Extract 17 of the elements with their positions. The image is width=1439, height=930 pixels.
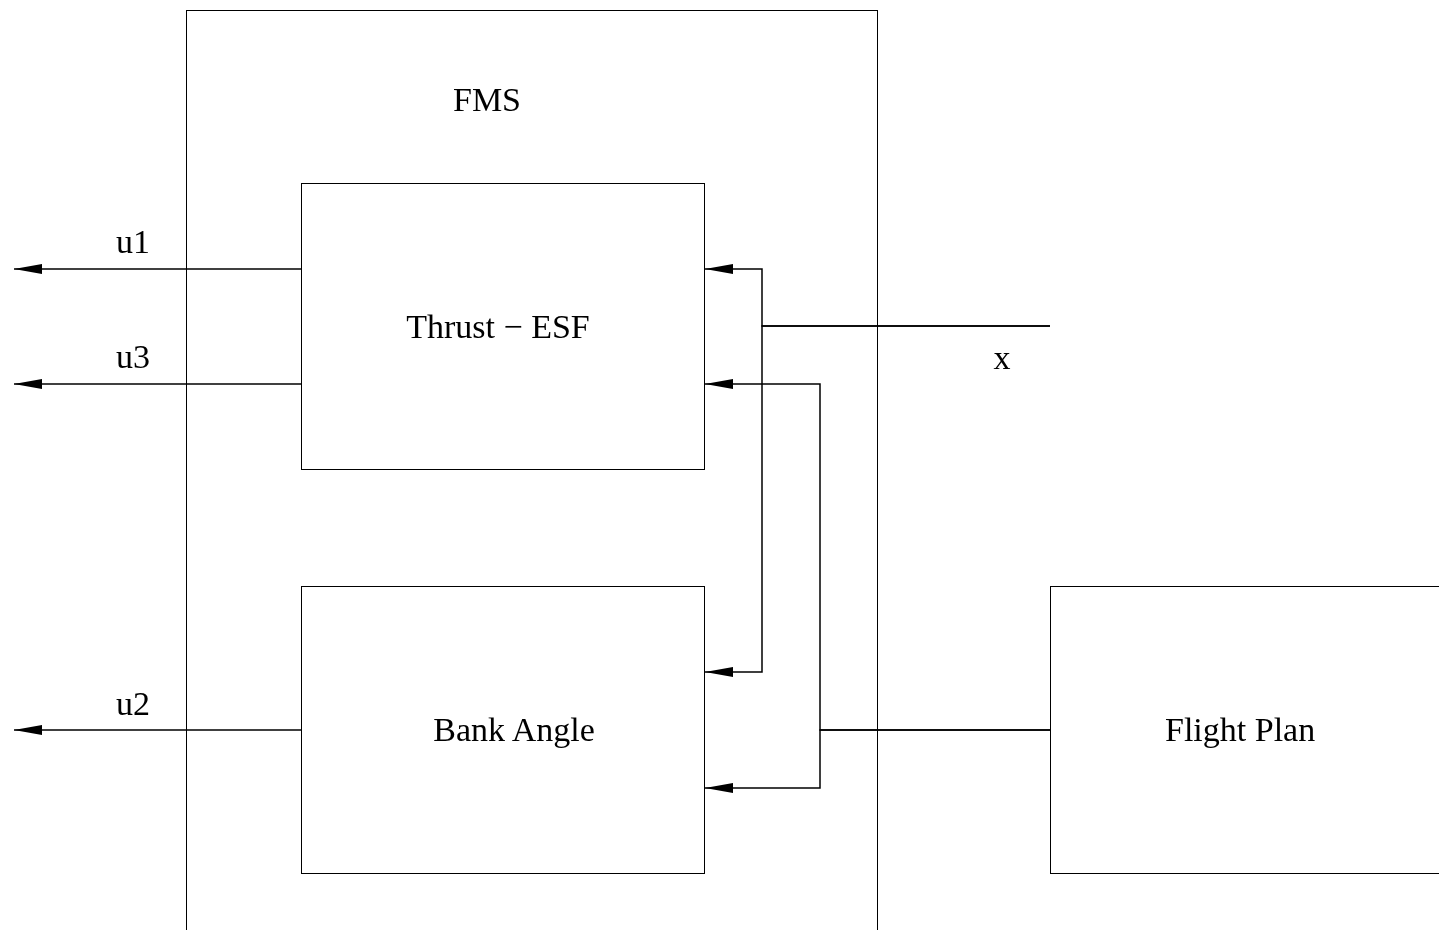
block-box <box>301 586 705 874</box>
block-title: FMS <box>452 83 522 117</box>
arrow <box>704 729 1051 793</box>
block-title: Flight Plan <box>1165 713 1316 747</box>
arrow <box>704 325 1051 677</box>
edge-label: u2 <box>116 687 150 721</box>
arrow <box>13 725 302 735</box>
edge-label: u1 <box>116 225 150 259</box>
arrow <box>13 379 302 389</box>
edge-label: x <box>993 341 1011 375</box>
block-title: Thrust − ESF <box>406 309 590 344</box>
block-box <box>301 183 705 470</box>
arrow <box>13 264 302 274</box>
system-box <box>186 10 878 930</box>
edge-label: u3 <box>116 340 150 374</box>
block-box <box>1050 586 1439 874</box>
block-title: Bank Angle <box>433 713 595 747</box>
